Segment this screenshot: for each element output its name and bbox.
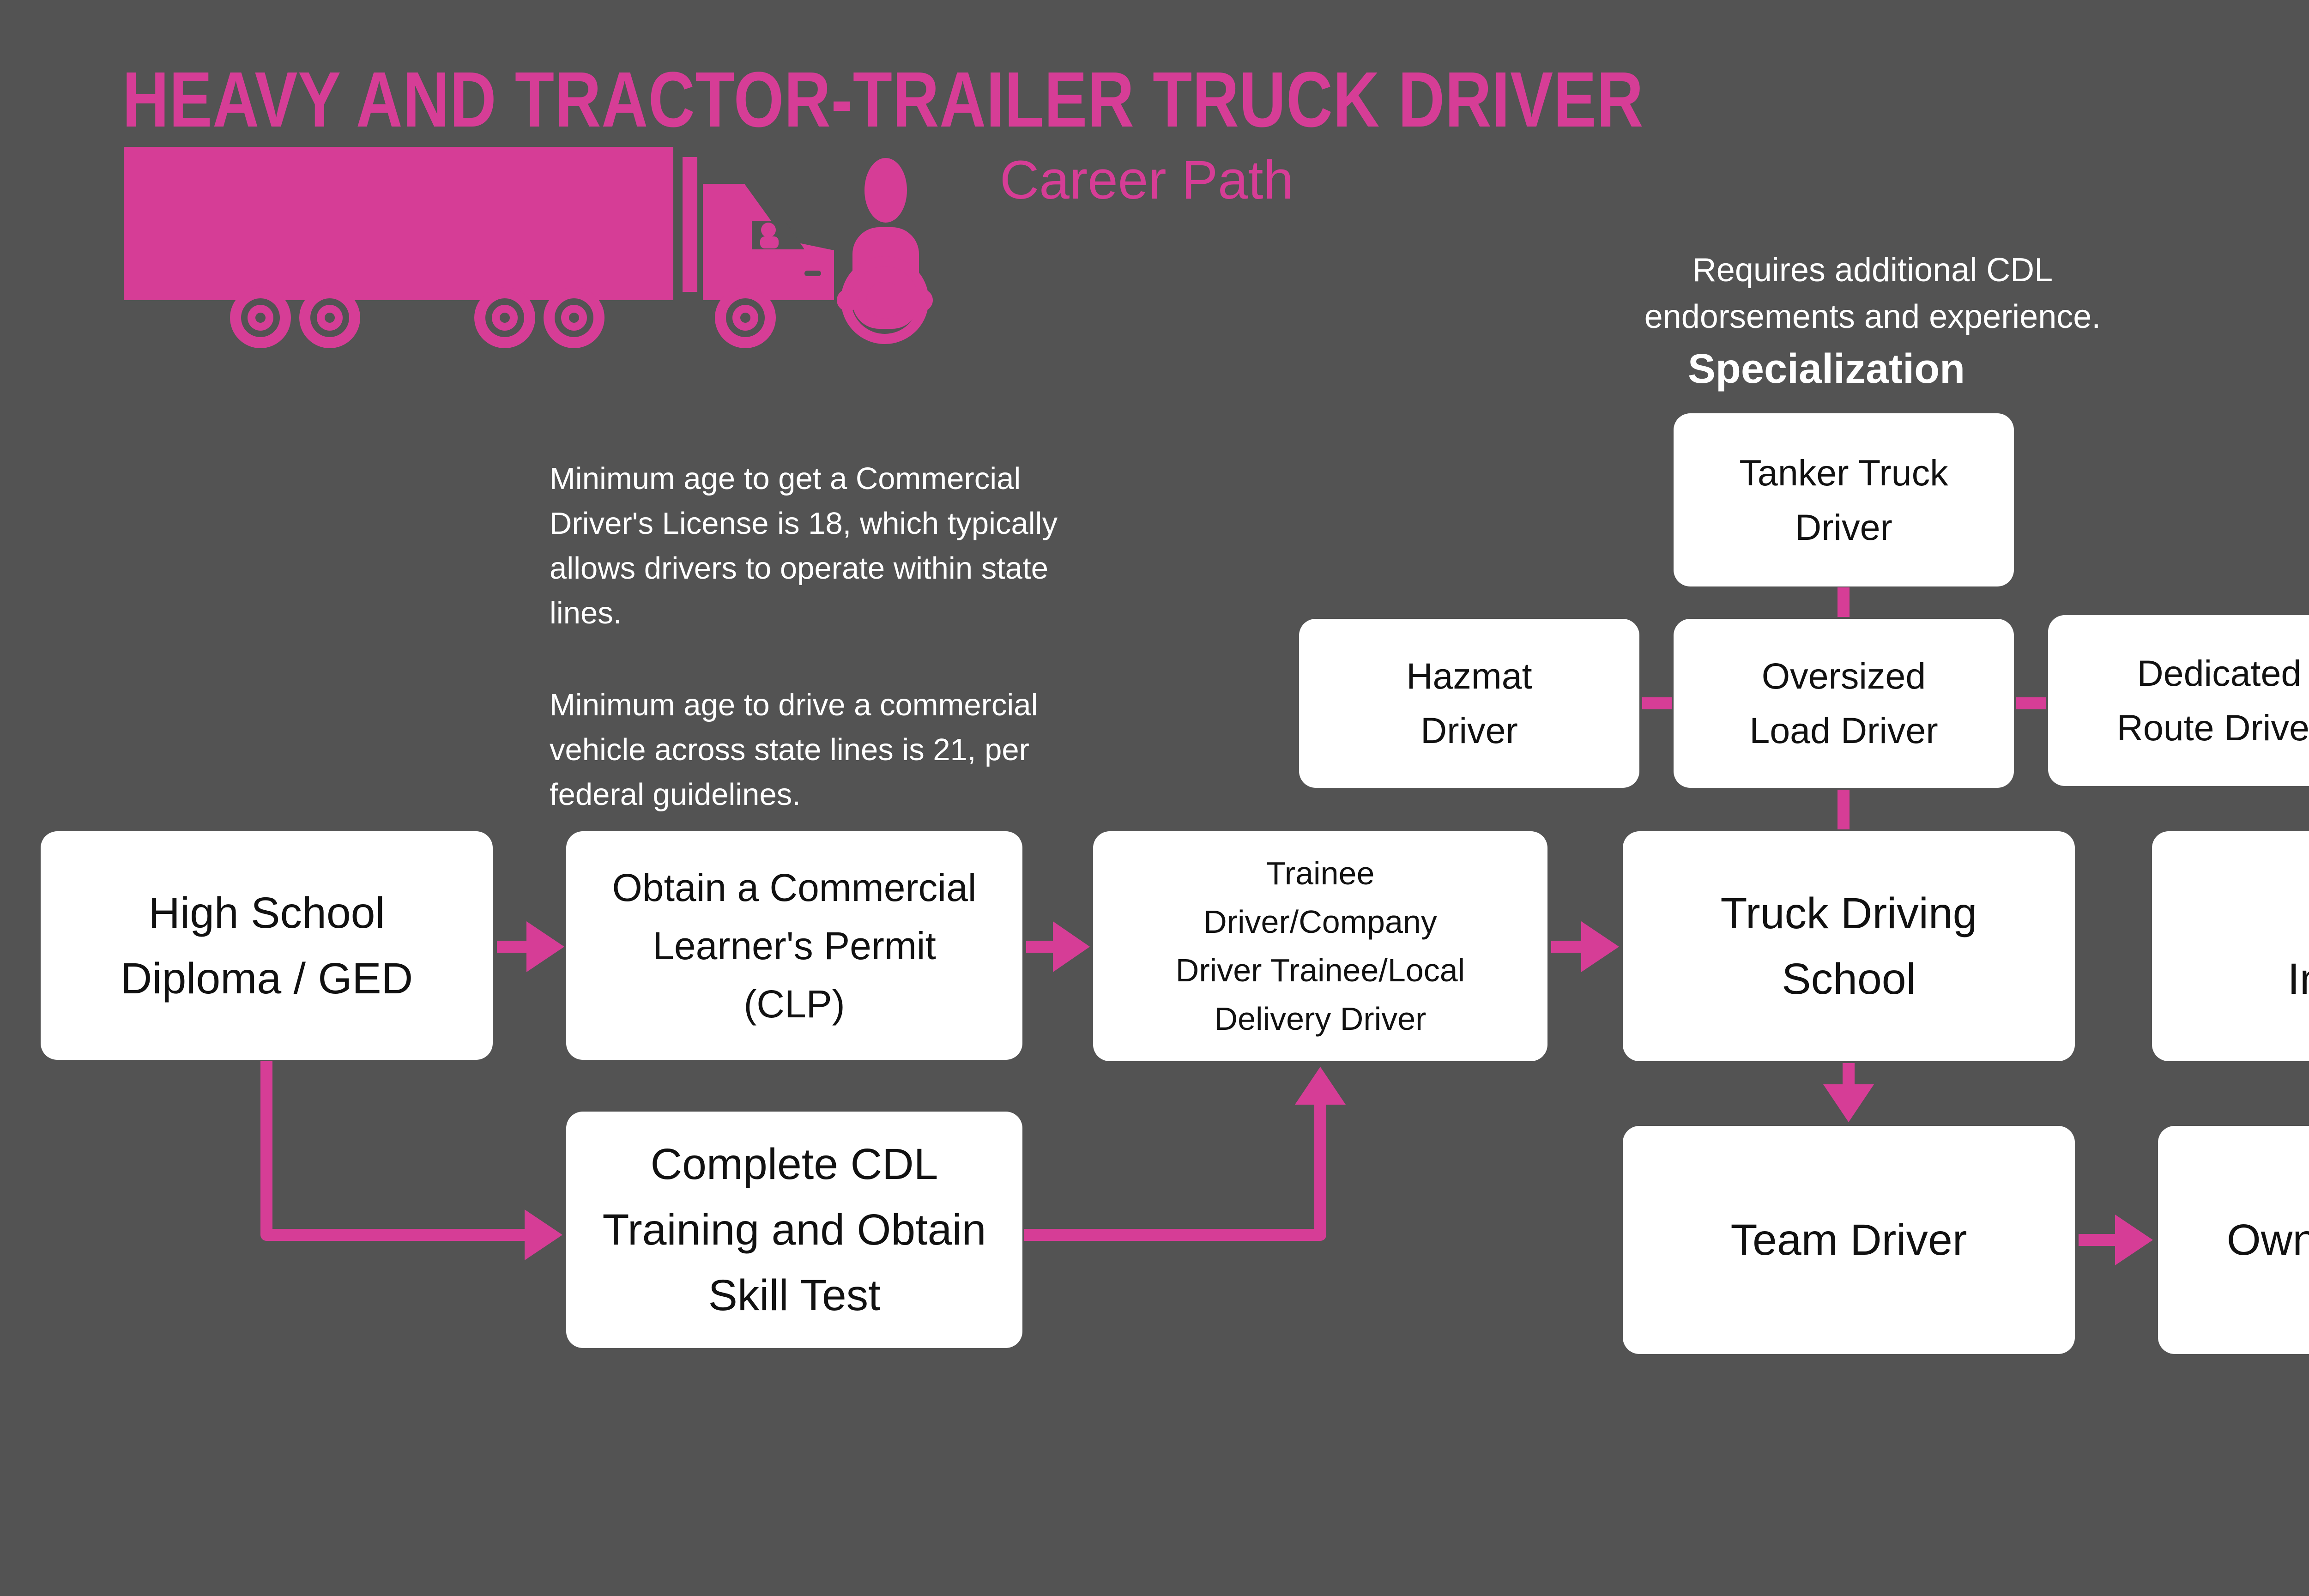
page-title: HEAVY AND TRACTOR-TRAILER TRUCK DRIVER — [122, 56, 1644, 144]
box-tanker-truck-driver: Tanker Truck Driver — [1674, 413, 2014, 586]
note-minimum-age-21: Minimum age to drive a commercial vehicl… — [550, 688, 1038, 812]
box-driving-instructor: Driving Instructor — [2152, 831, 2309, 1061]
box-dedicated-route-driver: Dedicated Route Driver — [2048, 615, 2309, 786]
page-subtitle: Career Path — [1000, 150, 1294, 211]
box-team-driver: Team Driver — [1623, 1126, 2075, 1354]
box-owner-operator: Owner-Operator — [2158, 1126, 2309, 1354]
box-trainee-driver: Trainee Driver/Company Driver Trainee/Lo… — [1093, 831, 1547, 1061]
truck-wheels — [230, 287, 776, 348]
specialization-callout: Requires additional CDL endorsements and… — [1644, 252, 2101, 335]
box-hazmat-driver: Hazmat Driver — [1299, 619, 1639, 788]
driver-with-steering-wheel-icon — [837, 158, 933, 344]
note-minimum-age-18: Minimum age to get a Commercial Driver's… — [550, 461, 1058, 630]
box-commercial-learners-permit: Obtain a Commercial Learner's Permit (CL… — [566, 831, 1022, 1060]
box-oversized-load-driver: Oversized Load Driver — [1674, 619, 2014, 788]
flow-connectors — [260, 587, 2153, 1265]
specialization-heading: Specialization — [1687, 346, 1965, 392]
box-complete-cdl-training: Complete CDL Training and Obtain Skill T… — [566, 1112, 1022, 1348]
box-truck-driving-school: Truck Driving School — [1623, 831, 2075, 1061]
truck-and-driver-illustration — [124, 147, 933, 348]
box-high-school-diploma: High School Diploma / GED — [41, 831, 493, 1060]
